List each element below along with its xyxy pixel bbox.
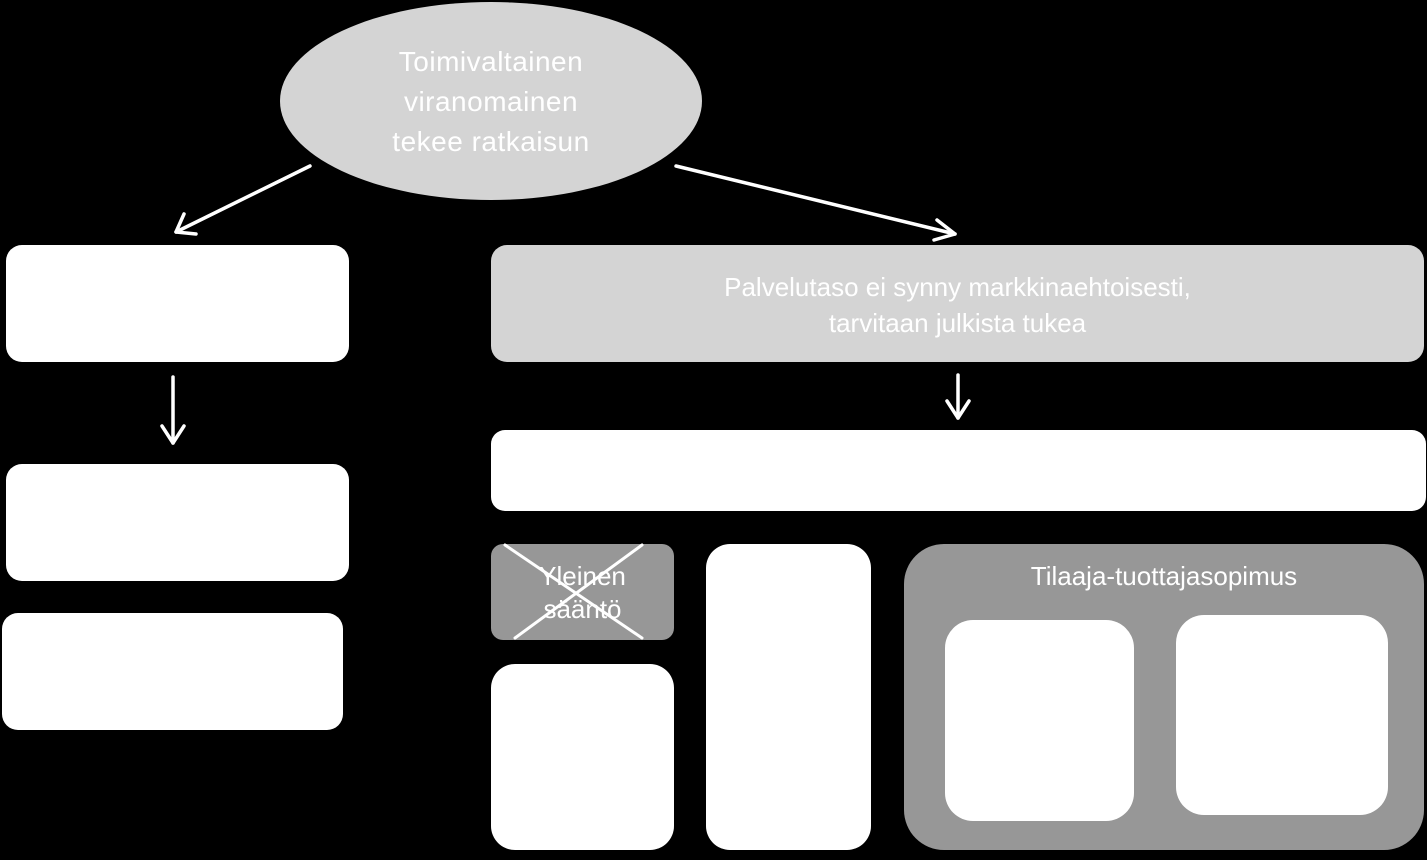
contract-group-text: Tilaaja-tuottajasopimus [1030, 561, 1298, 591]
arrow-head-right-down [945, 399, 971, 420]
public-support-text: Palvelutaso ei synny markkinaehtoisesti,… [724, 272, 1191, 338]
right-wide-box [491, 430, 1426, 511]
public-support-box [491, 245, 1424, 362]
left-box-3 [2, 613, 343, 730]
left-box-1 [6, 245, 349, 362]
arrow-to-left-box [174, 164, 312, 234]
arrow-head-right [932, 218, 957, 242]
arrow-to-right-box [674, 164, 957, 236]
lower-box-2 [706, 544, 871, 850]
decision-ellipse-text: Toimivaltainen viranomainen tekee ratkai… [392, 46, 590, 157]
contract-inner-box-2 [1176, 615, 1388, 815]
lower-box-1 [491, 664, 674, 850]
general-rule-text: Yleinen sääntö [539, 561, 626, 624]
arrow-head-left-down [160, 424, 186, 445]
left-box-2 [6, 464, 349, 581]
arrow-head-left [174, 212, 198, 236]
decision-ellipse [280, 2, 702, 200]
contract-inner-box-1 [945, 620, 1134, 821]
